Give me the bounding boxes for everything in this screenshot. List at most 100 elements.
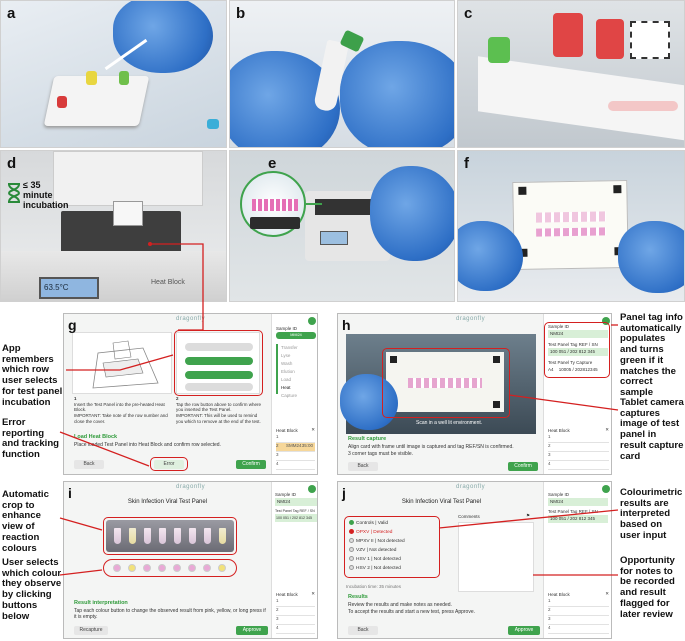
step-item: Load xyxy=(281,377,292,382)
flag-icon[interactable]: ⚑ xyxy=(526,513,531,518)
highlight-error xyxy=(150,457,188,471)
corner-tag xyxy=(493,356,500,363)
instruction-2-num: 2 xyxy=(176,396,179,401)
ref-value: 100 051 / 202 812 345 xyxy=(548,515,608,523)
row-pill-2 xyxy=(185,357,253,365)
colour-button[interactable] xyxy=(113,564,121,572)
instruction-1: 1 Insert the Test Panel into the pre-hea… xyxy=(74,396,169,424)
recapture-button[interactable]: Recapture xyxy=(74,626,108,635)
confirm-button[interactable]: Confirm xyxy=(236,460,266,469)
capture-value: A4 10005 / 202812345 xyxy=(548,366,608,374)
incubation-time: Incubation time: 35 minutes xyxy=(346,584,402,589)
test-panel xyxy=(113,201,143,226)
result-text: HSV 1 | Not detected xyxy=(356,557,401,562)
result-item: OPXV | Detected xyxy=(349,529,392,537)
brand-logo: dragonfly xyxy=(176,484,206,490)
approve-button[interactable]: Approve xyxy=(236,626,268,635)
result-item: HSV 2 | Not detected xyxy=(349,565,401,573)
heat-block-row[interactable]: 2 xyxy=(548,443,609,452)
annotation-error-reporting: Error reporting and tracking function xyxy=(2,417,60,461)
screen-subtitle: Tap each colour button to change the obs… xyxy=(74,608,266,621)
heat-block-row[interactable]: 1 xyxy=(548,434,609,443)
red-cap xyxy=(553,13,583,57)
sample-id-label: Sample ID xyxy=(275,492,297,497)
reaction-tube xyxy=(114,528,121,544)
panel-label-e: e xyxy=(268,155,277,172)
row-time: 35:00 xyxy=(301,443,313,448)
capture-value-b: 10005 / 202812345 xyxy=(558,367,598,372)
comments-label: Comments xyxy=(458,514,480,519)
heat-block-row[interactable]: 1 xyxy=(548,598,609,607)
ref-value: 100 051 / 202 812 345 xyxy=(548,348,608,356)
colour-button[interactable] xyxy=(188,564,196,572)
screen-subtitle-1: Align card with frame until image is cap… xyxy=(348,444,514,450)
reaction-wells xyxy=(608,101,678,111)
row-num: 1 xyxy=(276,598,279,603)
back-button[interactable]: Back xyxy=(348,626,378,635)
heat-block-row[interactable]: 3 xyxy=(276,452,315,461)
reaction-tube xyxy=(219,528,226,544)
heat-block-row[interactable]: 4 xyxy=(548,461,609,470)
corner-tag xyxy=(493,401,500,408)
colour-button[interactable] xyxy=(158,564,166,572)
close-icon[interactable]: ✕ xyxy=(605,427,609,432)
row-sample: SMM24 xyxy=(286,443,302,448)
instruction-2-note: IMPORTANT: This will be used to remind y… xyxy=(176,412,261,424)
camera-hint: Scan in a well lit environment. xyxy=(416,420,483,426)
row-pill-4 xyxy=(185,383,253,391)
error-button[interactable]: Error xyxy=(154,460,184,469)
colour-button[interactable] xyxy=(128,564,136,572)
colour-button[interactable] xyxy=(218,564,226,572)
screen-title: Load Heat Block xyxy=(74,434,118,440)
confirm-button[interactable]: Confirm xyxy=(508,462,538,471)
heat-block-row[interactable]: 4 xyxy=(276,625,315,634)
brand-logo: dragonfly xyxy=(456,484,486,490)
gloved-hand xyxy=(458,221,523,291)
approve-button[interactable]: Approve xyxy=(508,626,540,635)
colour-button[interactable] xyxy=(203,564,211,572)
row-num: 1 xyxy=(276,434,279,439)
gloved-hand xyxy=(340,41,454,147)
empty-icon xyxy=(349,538,354,543)
colour-button[interactable] xyxy=(143,564,151,572)
close-icon[interactable]: ✕ xyxy=(311,427,315,432)
highlight-row-select xyxy=(174,330,263,396)
heat-block-row[interactable]: 2 xyxy=(548,607,609,616)
alert-icon xyxy=(349,529,354,534)
colour-buttons xyxy=(106,562,234,574)
heat-block-row[interactable]: 3 xyxy=(276,616,315,625)
reaction-row xyxy=(536,227,607,237)
heat-block-row[interactable]: 2 SMM24 35:00 xyxy=(276,443,315,452)
back-button[interactable]: Back xyxy=(74,460,104,469)
heat-block-row[interactable]: 3 xyxy=(548,616,609,625)
back-button[interactable]: Back xyxy=(348,462,378,471)
close-icon[interactable]: ✕ xyxy=(605,591,609,596)
heat-block-row[interactable]: 3 xyxy=(548,452,609,461)
reaction-tube xyxy=(159,528,166,544)
panel-label-g: g xyxy=(68,317,77,333)
highlight-colour-buttons xyxy=(103,559,237,577)
close-icon[interactable]: ✕ xyxy=(311,591,315,596)
reaction-tube xyxy=(204,528,211,544)
inset-connector xyxy=(306,203,322,205)
comments-box[interactable] xyxy=(458,522,534,592)
panel-title: Skin Infection Viral Test Panel xyxy=(127,499,208,505)
results-list: Controls | Valid OPXV | Detected MPXV II… xyxy=(346,518,438,576)
reaction-tube xyxy=(174,528,181,544)
heat-block-row[interactable]: 4 xyxy=(548,625,609,634)
result-capture-card xyxy=(512,180,629,270)
screen-subtitle: Place loaded Test Panel into Heat Block … xyxy=(74,442,221,448)
heat-block-label: Heat Block xyxy=(548,428,570,433)
colour-button[interactable] xyxy=(173,564,181,572)
blue-cap xyxy=(207,119,219,129)
reaction-tube xyxy=(129,528,136,544)
heat-block-row[interactable]: 2 xyxy=(276,607,315,616)
step-item: Capture xyxy=(281,393,298,398)
row-num: 3 xyxy=(548,452,551,457)
heat-block-row[interactable]: 1 xyxy=(276,434,315,443)
empty-icon xyxy=(349,556,354,561)
status-icon xyxy=(308,317,316,325)
heat-block-row[interactable]: 1 xyxy=(276,598,315,607)
green-cap xyxy=(119,71,129,85)
heat-block-row[interactable]: 4 xyxy=(276,461,315,470)
